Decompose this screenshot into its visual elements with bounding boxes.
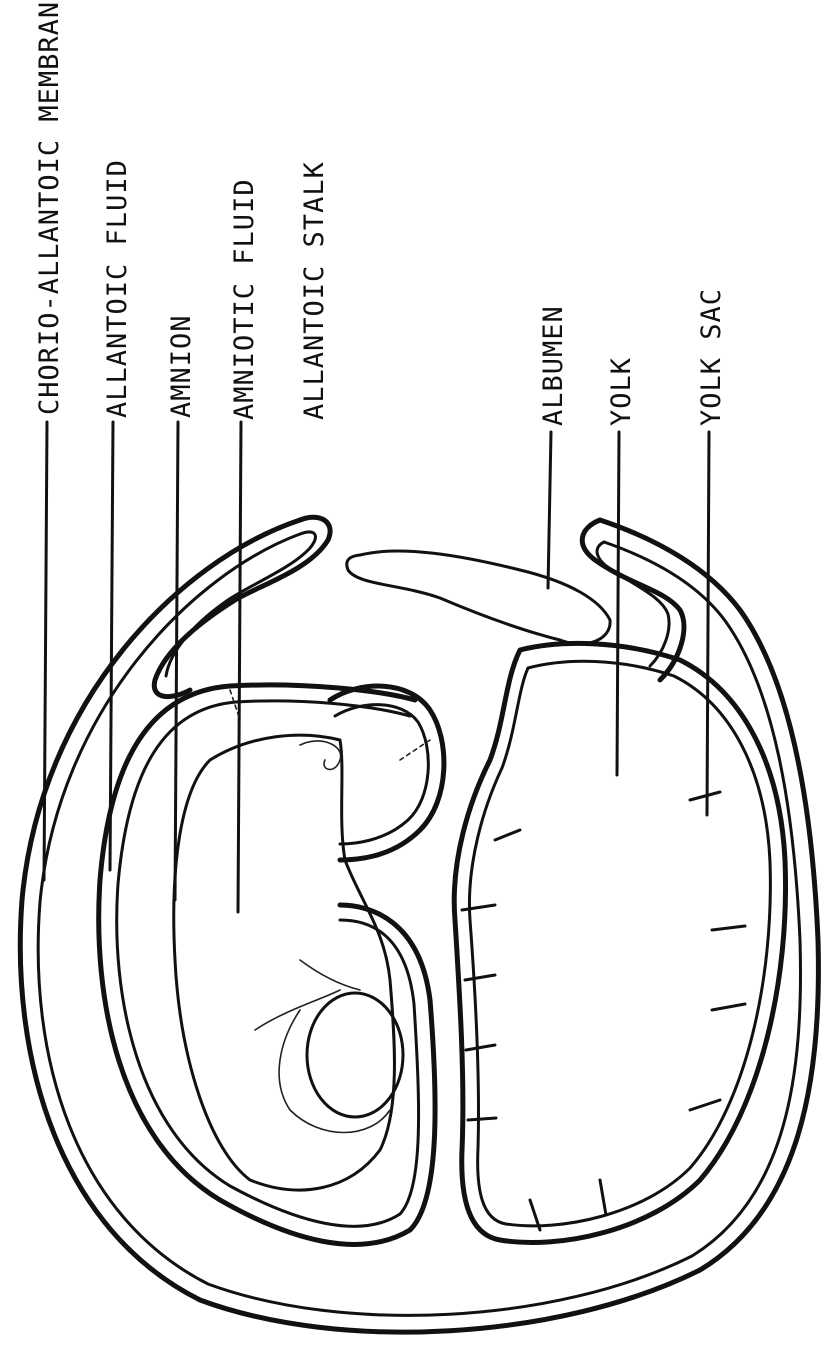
amnion-outer bbox=[99, 685, 435, 1244]
label-allantoic-fluid: ALLANTOIC FLUID bbox=[102, 159, 133, 418]
yolk-ridge-2 bbox=[465, 975, 495, 980]
leader-chorio-allantoic-membrane bbox=[44, 422, 47, 880]
embryo-limb bbox=[255, 990, 340, 1030]
yolk-ridge-1 bbox=[462, 905, 495, 910]
chorio-allantoic-membrane-outer bbox=[20, 520, 818, 1332]
yolk-ridge-3 bbox=[466, 1045, 495, 1050]
embryo bbox=[174, 735, 403, 1190]
leader-amniotic-fluid bbox=[238, 422, 241, 912]
yolk-ridge-10 bbox=[690, 792, 720, 800]
label-amniotic-fluid: AMNIOTIC FLUID bbox=[229, 178, 260, 420]
yolk-ridge-9 bbox=[712, 926, 745, 930]
label-albumen: ALBUMEN bbox=[538, 305, 569, 426]
embryo-body bbox=[174, 735, 395, 1190]
chorion-folds bbox=[154, 517, 684, 696]
yolk-ridge-6 bbox=[600, 1180, 606, 1215]
embryo-tail bbox=[300, 741, 341, 769]
leader-yolk-sac bbox=[707, 432, 709, 815]
leader-albumen bbox=[548, 432, 551, 588]
embryo-eye bbox=[307, 993, 403, 1117]
yolk-ridge-8 bbox=[712, 1004, 745, 1010]
label-group: CHORIO-ALLANTOIC MEMBRANE ALLANTOIC FLUI… bbox=[34, 0, 727, 426]
label-yolk-sac: YOLK SAC bbox=[696, 288, 727, 426]
amnion-structure bbox=[99, 685, 435, 1244]
yolk-ridge-7 bbox=[690, 1100, 720, 1110]
outer-shell bbox=[20, 520, 818, 1332]
embryo-limb-2 bbox=[300, 960, 360, 990]
chorio-allantoic-membrane-inner bbox=[38, 534, 800, 1315]
label-yolk: YOLK bbox=[606, 357, 637, 426]
yolk-ridge-4 bbox=[468, 1118, 496, 1120]
leader-amnion bbox=[175, 422, 178, 900]
yolk-sac bbox=[454, 643, 785, 1242]
leader-yolk bbox=[617, 432, 619, 775]
label-amnion: AMNION bbox=[166, 314, 197, 418]
stalk-inner bbox=[335, 705, 428, 844]
yolk-ridge-11 bbox=[495, 830, 520, 840]
label-allantoic-stalk: ALLANTOIC STALK bbox=[299, 161, 330, 420]
albumen-sac bbox=[347, 551, 610, 644]
allantoic-stalk bbox=[230, 686, 444, 860]
label-chorio-allantoic-membrane: CHORIO-ALLANTOIC MEMBRANE bbox=[34, 0, 65, 415]
